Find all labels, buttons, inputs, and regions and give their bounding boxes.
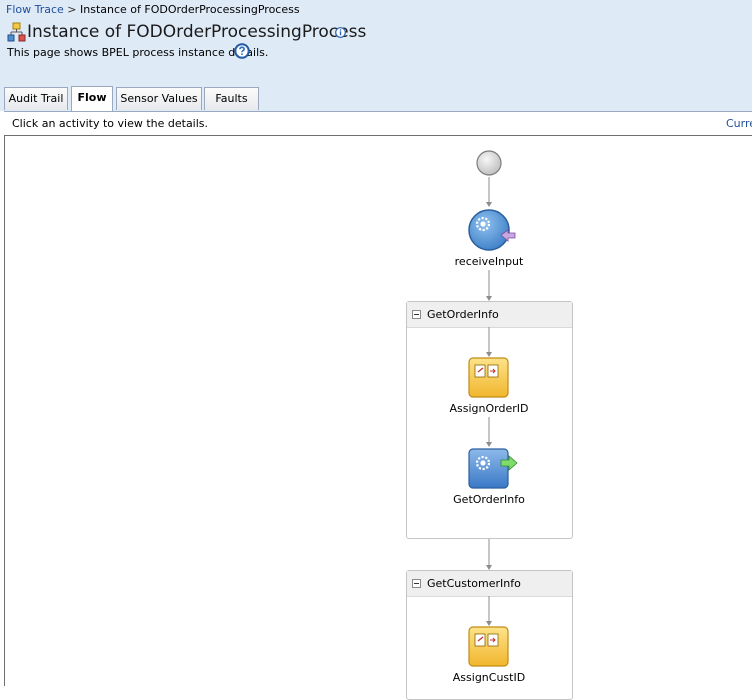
current-link[interactable]: Curre <box>726 117 752 130</box>
invoke-gear-icon[interactable] <box>468 448 518 489</box>
tab-flow[interactable]: Flow <box>71 86 113 111</box>
collapse-icon[interactable] <box>412 310 421 319</box>
page-subtitle: This page shows BPEL process instance de… <box>7 46 269 59</box>
breadcrumb-separator: > <box>67 3 77 16</box>
scope-get-customer-info: GetCustomerInfo <box>406 570 573 700</box>
page-header: Flow Trace > Instance of FODOrderProcess… <box>0 0 752 111</box>
activity-label-assign-order[interactable]: AssignOrderID <box>449 402 529 415</box>
tab-sensor-values[interactable]: Sensor Values <box>116 87 202 110</box>
start-node-icon <box>476 150 502 176</box>
flow-diagram <box>468 150 518 667</box>
activity-label-invoke-order[interactable]: GetOrderInfo <box>453 493 525 506</box>
receive-gear-icon[interactable] <box>468 209 516 251</box>
scope-label: GetOrderInfo <box>427 308 499 321</box>
info-icon[interactable] <box>335 27 346 38</box>
breadcrumb: Flow Trace > Instance of FODOrderProcess… <box>6 3 300 16</box>
assign-copy-icon[interactable] <box>468 626 509 667</box>
activity-label-assign-cust[interactable]: AssignCustID <box>452 671 526 684</box>
help-icon[interactable] <box>234 43 250 59</box>
info-text: Click an activity to view the details. <box>12 117 209 130</box>
activity-label-receive[interactable]: receiveInput <box>454 255 524 268</box>
collapse-icon[interactable] <box>412 579 421 588</box>
flow-connectors <box>486 177 492 626</box>
breadcrumb-current: Instance of FODOrderProcessingProcess <box>80 3 300 16</box>
info-bar: Click an activity to view the details. C… <box>4 111 752 136</box>
scope-header: GetCustomerInfo <box>407 571 572 597</box>
scope-label: GetCustomerInfo <box>427 577 521 590</box>
tab-faults[interactable]: Faults <box>204 87 259 110</box>
process-tree-icon <box>7 22 26 42</box>
flow-canvas: GetOrderInfo GetCustomerInfo <box>4 135 752 700</box>
tab-audit-trail[interactable]: Audit Trail <box>4 87 68 110</box>
assign-copy-icon[interactable] <box>468 357 509 398</box>
page-title: Instance of FODOrderProcessingProcess <box>27 22 367 42</box>
breadcrumb-flow-trace-link[interactable]: Flow Trace <box>6 3 64 16</box>
